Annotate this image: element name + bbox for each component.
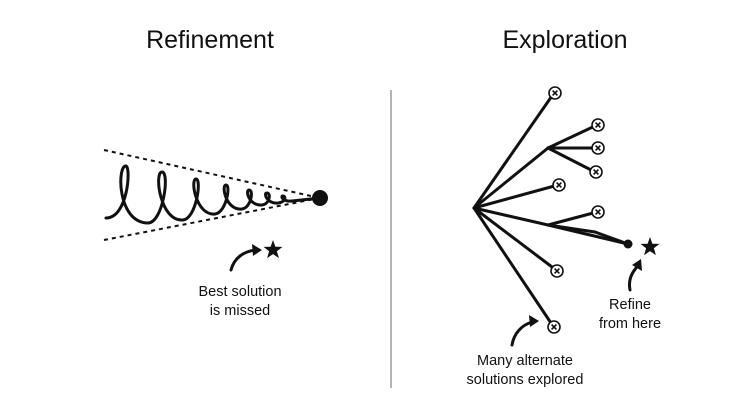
caption-line: Best solution [198,284,282,300]
curved-arrow-head-icon [529,315,539,327]
curved-arrow-head-icon [252,244,262,256]
curved-arrow-icon [628,264,640,292]
branch-3 [472,183,560,210]
caption-line: from here [598,316,662,332]
exploration-tree [472,91,630,328]
refine-node [623,239,633,249]
star-icon [263,240,283,259]
refinement-title: Refinement [146,26,274,54]
branch-2c [546,146,597,174]
refine-from-here-caption: Refine from here [580,296,680,334]
refinement-endpoint [312,190,328,206]
branch-6 [472,206,555,328]
branch-4a [546,210,599,227]
dead-end-markers [547,86,605,334]
x-circle-icon [591,118,605,132]
refinement-spiral [104,164,322,225]
x-circle-icon [591,205,605,219]
branch-2 [472,146,550,210]
branch-4 [472,206,550,227]
alternates-explored-caption: Many alternate solutions explored [440,352,610,390]
best-solution-missed-caption: Best solution is missed [160,283,320,321]
branch-4d [546,223,630,246]
caption-line: Refine [609,297,651,313]
refinement-cone [103,149,321,241]
branch-5 [472,206,558,272]
x-circle-icon [591,141,605,155]
caption-line: Many alternate [477,353,573,369]
cone-upper-edge [103,149,321,199]
curved-arrow-icon [229,248,258,272]
x-circle-icon [547,320,561,334]
exploration-title: Exploration [502,26,628,54]
caption-line: solutions explored [466,372,584,388]
caption-line: is missed [209,303,271,319]
x-circle-icon [550,264,564,278]
branch-1 [472,91,556,210]
curved-arrow-head-icon [632,259,642,271]
x-circle-icon [589,165,603,179]
branch-2a [546,123,599,150]
x-circle-icon [552,178,566,192]
curved-arrow-icon [510,320,534,347]
x-circle-icon [548,86,562,100]
star-icon [640,237,660,256]
